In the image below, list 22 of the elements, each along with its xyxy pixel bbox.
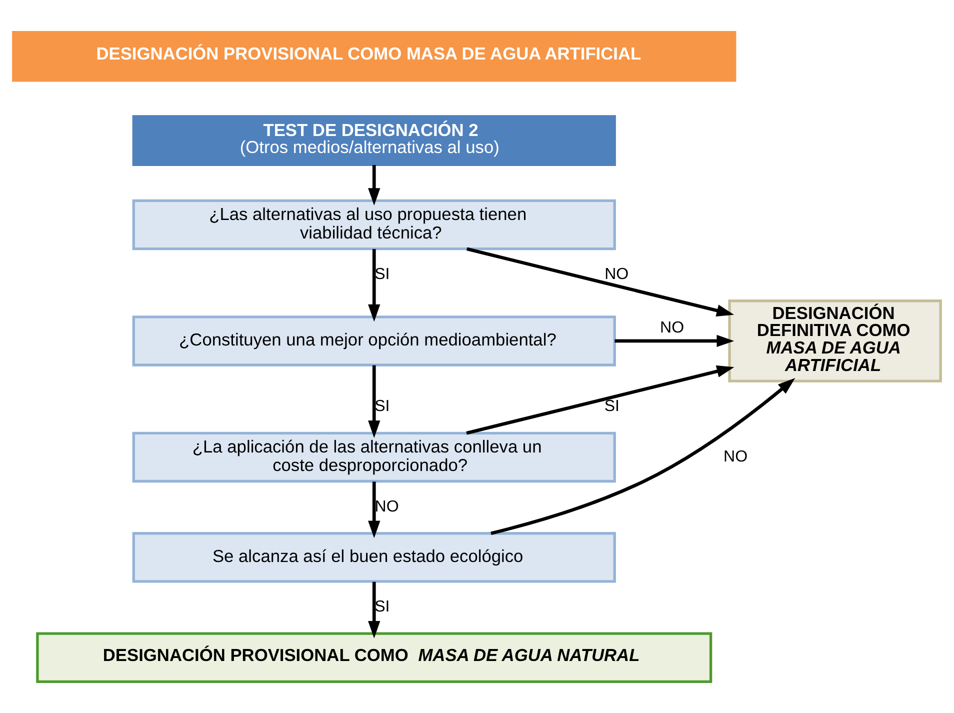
- arrow: [368, 481, 380, 538]
- arrow: [368, 248, 380, 322]
- edge-label: NO: [604, 264, 629, 282]
- arrow: [614, 334, 734, 347]
- arrow: [368, 164, 380, 206]
- node-box: ¿Las alternativas al uso propuesta tienen viabilidad técnica?: [132, 198, 616, 250]
- edge-label: NO: [374, 496, 399, 515]
- arrow: [368, 364, 380, 438]
- node-box: TEST DE DESIGNACIÓN 2 (Otros medios/alternativas al uso): [132, 114, 616, 166]
- node-box: Se alcanza así el buen estado ecológico: [132, 532, 616, 582]
- node-box: DESIGNACIÓN PROVISIONAL COMO MASA DE AGUA NATURAL: [36, 632, 712, 682]
- edge-label: SI: [604, 396, 620, 415]
- node-box: ¿Constituyen una mejor opción medioambiental?: [132, 315, 616, 366]
- node-box: DESIGNACIÓN DEFINITIVA COMO MASA DE AGUA ARTIFICIAL: [728, 299, 942, 382]
- arrow: [466, 246, 734, 316]
- arrow: [466, 364, 734, 434]
- arrow: [368, 581, 380, 638]
- node-box: DESIGNACIÓN PROVISIONAL COMO MASA DE AGUA ARTIFICIAL: [12, 30, 736, 82]
- edge-label: NO: [660, 318, 684, 336]
- edge-label: NO: [724, 446, 748, 465]
- arrow: [490, 377, 796, 534]
- node-box: ¿La aplicación de las alternativas conlleva un coste desproporcionado?: [132, 431, 616, 482]
